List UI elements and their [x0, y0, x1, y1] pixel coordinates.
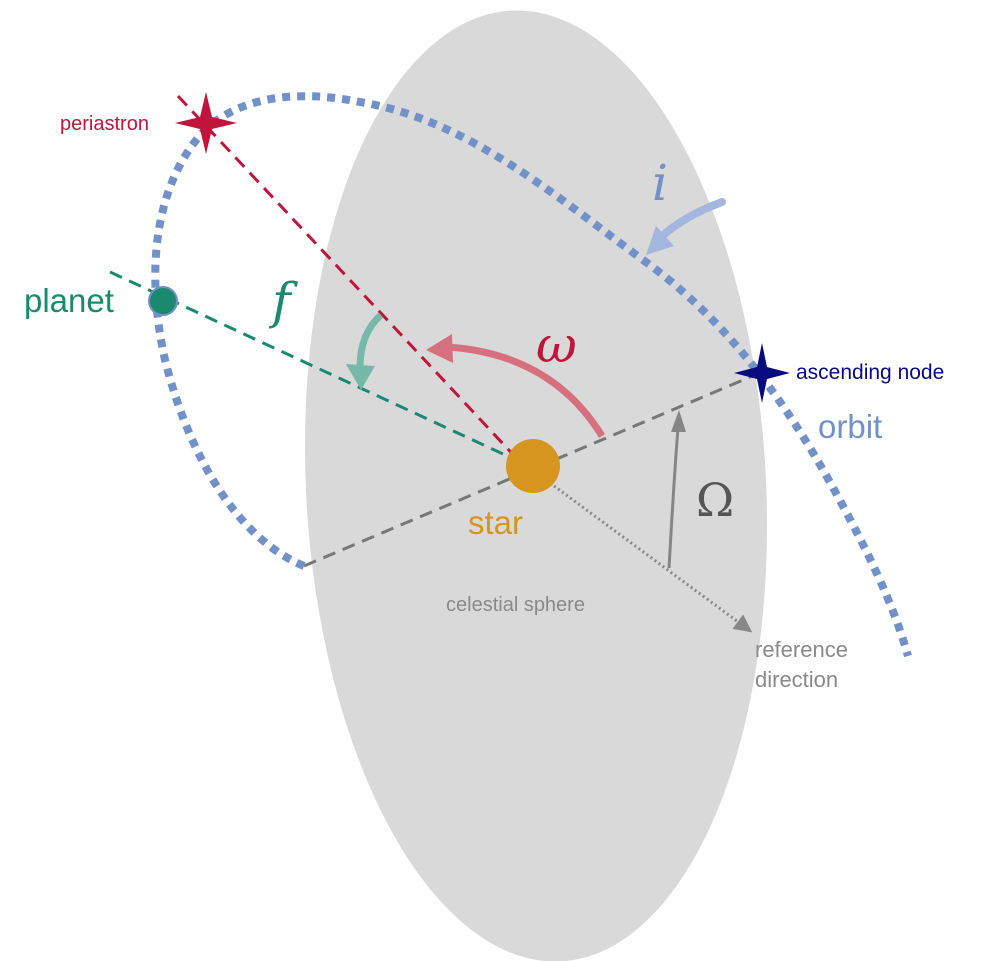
argument-of-periastron-arrow	[447, 343, 605, 438]
planet-marker	[148, 286, 178, 316]
star-marker	[506, 439, 560, 493]
argument-of-periastron-arrowhead	[426, 334, 453, 363]
inclination-symbol: i	[652, 154, 668, 212]
inclination-arrow	[656, 198, 726, 242]
ascending-node-label: ascending node	[796, 361, 944, 384]
periastron-marker	[175, 92, 237, 154]
ascending-node-marker	[734, 343, 790, 403]
longitude-of-ascending-node-arrowhead	[671, 410, 686, 432]
celestial-sphere-label: celestial sphere	[446, 594, 585, 616]
true-anomaly-symbol: f	[268, 272, 298, 330]
orbit-label: orbit	[818, 408, 882, 445]
true-anomaly-arrowhead	[346, 364, 375, 390]
argument-of-periastron-symbol: ω	[536, 316, 577, 374]
reference-direction-label-line1: reference	[755, 637, 848, 662]
star-label: star	[468, 504, 523, 541]
reference-direction-label-line2: direction	[755, 667, 838, 692]
reference-direction-line	[549, 481, 753, 633]
orbit-path	[151, 92, 912, 658]
planet-label: planet	[24, 282, 114, 319]
true-anomaly-arrow	[356, 312, 384, 369]
periastron-label: periastron	[60, 113, 149, 135]
longitude-of-ascending-node-symbol: Ω	[696, 473, 734, 527]
longitude-of-ascending-node-arrow	[667, 427, 680, 569]
inclination-arrowhead	[646, 226, 674, 255]
